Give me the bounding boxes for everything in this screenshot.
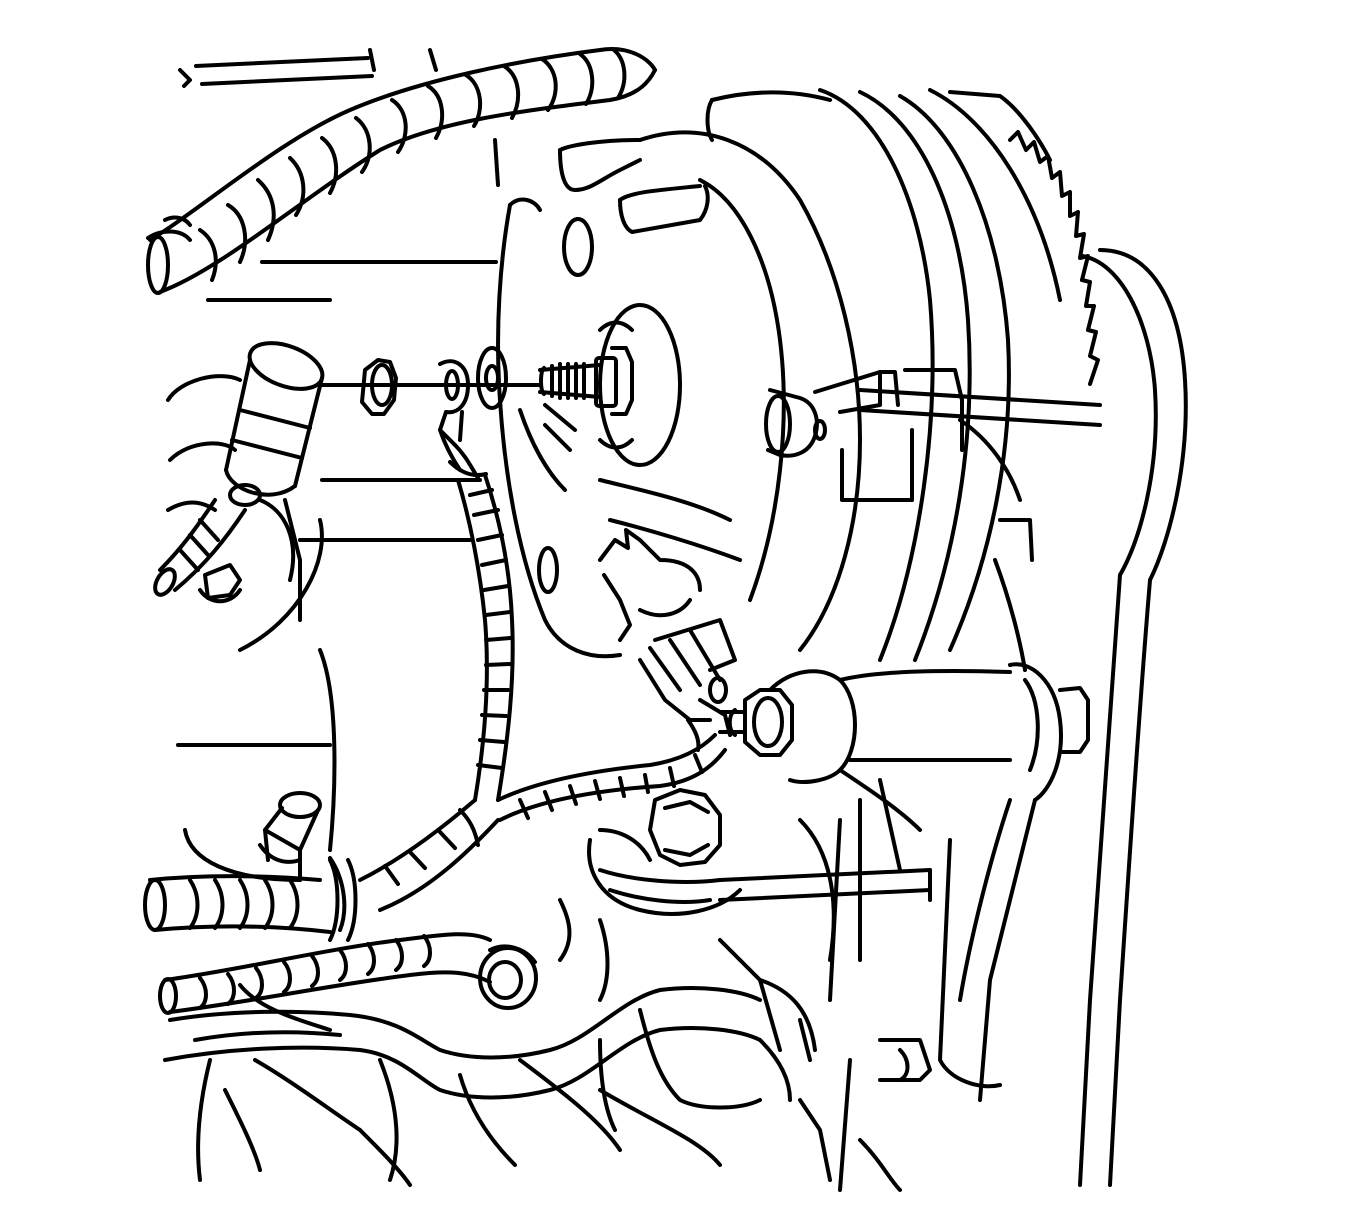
lower-hoses — [143, 791, 538, 1015]
drive-belt — [1078, 248, 1188, 1187]
upper-spiral-wrapped-hose — [146, 47, 657, 295]
battery-cable-ring-terminal — [438, 359, 480, 480]
lower-manifold-tube — [163, 898, 832, 1182]
wiring-harness-with-spiral-wrap — [328, 733, 727, 932]
insulating-washer — [476, 346, 508, 410]
engine-block — [166, 260, 902, 1192]
sensor-with-connector — [153, 341, 325, 622]
alternator — [496, 88, 1102, 672]
mounting-bracket — [718, 662, 1090, 1102]
adjusting-bolt — [587, 788, 742, 916]
pivot-bolt — [718, 688, 794, 757]
regulator-connector — [598, 528, 737, 752]
terminal-nut — [320, 358, 542, 416]
battery-terminal-stud — [538, 356, 618, 408]
battery-positive-cable — [448, 460, 515, 802]
